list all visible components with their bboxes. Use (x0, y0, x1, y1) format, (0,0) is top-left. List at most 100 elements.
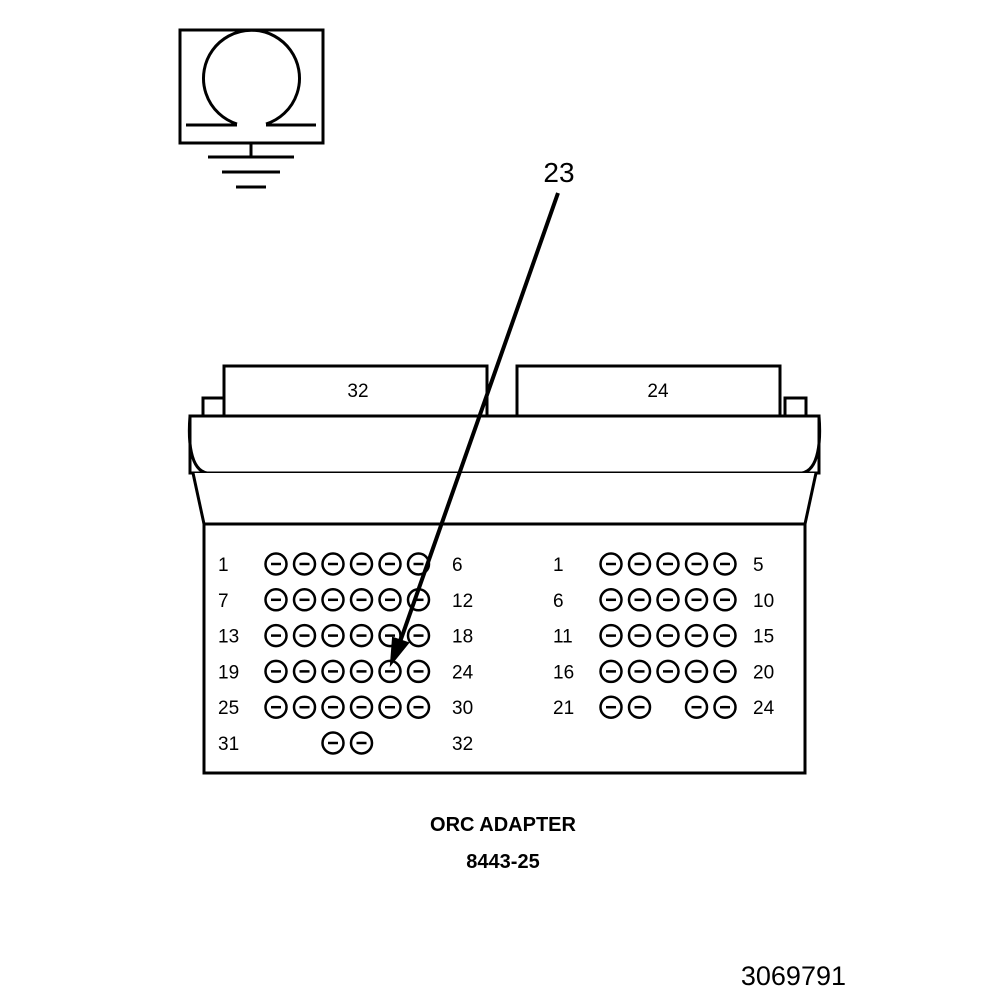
pin-row-start-label: 13 (218, 627, 239, 648)
pin-row-end-label: 15 (753, 627, 774, 648)
pin-socket (627, 695, 652, 719)
callout-leader-line (398, 192, 560, 643)
pin-socket (599, 552, 623, 576)
pin-socket (321, 588, 345, 612)
pin-socket (684, 588, 709, 612)
pin-row-end-label: 6 (452, 555, 463, 576)
pin-socket (406, 623, 431, 648)
caption-part-number: 8443-25 (466, 851, 539, 873)
pin-socket (406, 695, 431, 719)
pin-socket (378, 552, 402, 576)
pin-socket (406, 659, 431, 684)
pin-socket (713, 552, 737, 576)
pin-row: 7 12 (218, 588, 473, 612)
pin-socket (713, 659, 737, 684)
pin-socket (378, 659, 402, 684)
pin-socket (349, 731, 374, 755)
pin-socket (264, 588, 288, 612)
pin-socket (321, 552, 345, 576)
figure-number: 3069791 (741, 961, 846, 991)
pin-socket (599, 588, 623, 612)
pin-socket (292, 659, 317, 684)
pin-socket (264, 659, 288, 684)
pin-row-end-label: 30 (452, 698, 473, 719)
connector-taper (191, 472, 818, 526)
pin-socket (627, 659, 652, 684)
pin-row-start-label: 19 (218, 662, 239, 683)
pin-row-end-label: 18 (452, 627, 473, 648)
omega-icon (202, 28, 301, 126)
pin-socket (713, 695, 737, 719)
pin-row-end-label: 24 (753, 698, 775, 719)
ground-icon (208, 155, 294, 189)
pin-socket (292, 552, 317, 576)
pin-socket (321, 695, 345, 719)
rail-rounding (187, 415, 822, 475)
left-tab-label: 32 (347, 381, 368, 402)
left-tab (222, 364, 489, 418)
pin-socket (292, 695, 317, 719)
pin-row: 31 32 (218, 731, 473, 755)
pin-socket (292, 623, 317, 648)
pin-socket (378, 695, 402, 719)
pin-row: 25 30 (218, 695, 473, 719)
pin-row-end-label: 5 (753, 555, 764, 576)
pin-socket (349, 695, 374, 719)
pin-socket (627, 552, 652, 576)
pin-socket (713, 588, 737, 612)
pin-row-start-label: 25 (218, 698, 239, 719)
pin-socket (713, 623, 737, 648)
callout-number: 23 (543, 157, 574, 188)
pin-row-start-label: 16 (553, 662, 574, 683)
callout-arrowhead (389, 636, 410, 668)
pin-socket (599, 659, 623, 684)
pin-socket (684, 695, 709, 719)
pin-row-end-label: 12 (452, 591, 473, 612)
pin-socket (684, 659, 709, 684)
pin-socket (349, 659, 374, 684)
pin-socket (264, 695, 288, 719)
pin-row-start-label: 11 (553, 627, 573, 648)
pin-row-start-label: 7 (218, 591, 229, 612)
pin-socket (264, 552, 288, 576)
pin-row-start-label: 1 (553, 555, 564, 576)
pin-socket (349, 552, 374, 576)
pin-socket (349, 623, 374, 648)
pin-socket (627, 623, 652, 648)
pin-socket (264, 623, 288, 648)
pin-row-end-label: 20 (753, 662, 774, 683)
callout-23: 23 (389, 157, 575, 668)
pin-socket (684, 552, 709, 576)
pin-socket (321, 731, 345, 755)
right-tab (515, 364, 782, 418)
pin-row-start-label: 6 (553, 591, 564, 612)
ohmmeter-ground-symbol (178, 28, 325, 189)
pin-socket (292, 588, 317, 612)
pin-row-end-label: 24 (452, 662, 474, 683)
pin-socket (684, 623, 709, 648)
pin-socket (656, 588, 680, 612)
pin-row-start-label: 1 (218, 555, 229, 576)
pin-socket (599, 623, 623, 648)
pin-socket (656, 659, 680, 684)
connector-housing (187, 364, 822, 775)
pin-socket (349, 588, 374, 612)
pin-row-start-label: 21 (553, 698, 574, 719)
caption-title: ORC ADAPTER (430, 814, 576, 836)
right-tab-label: 24 (647, 381, 669, 402)
pin-row-end-label: 32 (452, 734, 473, 755)
pin-row: 21 24 (553, 695, 775, 719)
pin-row-start-label: 31 (218, 734, 239, 755)
pin-socket (321, 659, 345, 684)
pin-row: 13 18 (218, 623, 473, 648)
pin-socket (321, 623, 345, 648)
